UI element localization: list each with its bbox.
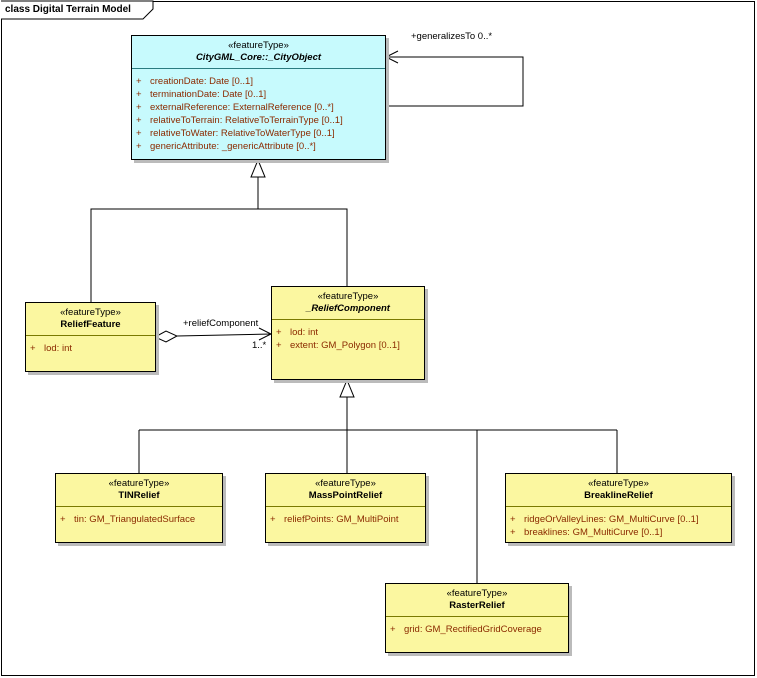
class-relief-component[interactable]: «featureType» _ReliefComponent +lod: int… — [271, 286, 425, 380]
attribute-row[interactable]: +lod: int — [30, 343, 72, 354]
class-mass-point-relief[interactable]: «featureType» MassPointRelief +reliefPoi… — [265, 473, 426, 543]
attribute-row[interactable]: +relativeToTerrain: RelativeToTerrainTyp… — [136, 115, 343, 126]
frame-title-tab — [1, 0, 154, 20]
stereotype: «featureType» — [108, 478, 170, 489]
generalizes-to-self-association — [386, 56, 524, 107]
attribute-row[interactable]: +ridgeOrValleyLines: GM_MultiCurve [0..1… — [510, 514, 699, 525]
class-name: BreaklineRelief — [584, 490, 653, 501]
relief-component-aggregation — [176, 333, 272, 337]
generalizes-to-arrowhead — [384, 50, 399, 64]
stereotype: «featureType» — [315, 478, 376, 489]
attribute-row[interactable]: +relativeToWater: RelativeToWaterType [0… — [136, 128, 335, 139]
relief-component-multiplicity: 1..* — [252, 340, 267, 351]
class-tin-relief[interactable]: «featureType» TINRelief +tin: GM_Triangu… — [55, 473, 223, 543]
diagram-title: class Digital Terrain Model — [5, 4, 131, 15]
attribute-row[interactable]: +grid: GM_RectifiedGridCoverage — [390, 624, 542, 635]
class-relief-feature[interactable]: «featureType» ReliefFeature +lod: int — [25, 302, 156, 372]
attribute-compartment: +reliefPoints: GM_MultiPoint — [266, 507, 425, 530]
attribute-compartment: +ridgeOrValleyLines: GM_MultiCurve [0..1… — [506, 507, 731, 543]
stereotype: «featureType» — [60, 307, 121, 318]
generalization-triangle-top — [250, 158, 266, 178]
attribute-row[interactable]: +externalReference: ExternalReference [0… — [136, 102, 334, 113]
aggregation-diamond — [153, 330, 179, 343]
generalization-relief-feature — [90, 208, 258, 302]
stereotype: «featureType» — [588, 478, 649, 489]
class-relief-component-header: «featureType» _ReliefComponent — [272, 287, 424, 320]
relief-component-role-label: +reliefComponent — [183, 318, 259, 329]
class-name: ReliefFeature — [60, 319, 121, 330]
class-raster-relief-header: «featureType» RasterRelief — [386, 584, 568, 617]
generalization-relief-component — [258, 208, 348, 286]
attribute-compartment: +lod: int — [26, 336, 155, 359]
class-name: RasterRelief — [449, 600, 505, 611]
attribute-compartment: +creationDate: Date [0..1] +terminationD… — [132, 69, 385, 157]
class-tin-relief-header: «featureType» TINRelief — [56, 474, 222, 507]
class-name: TINRelief — [118, 490, 160, 501]
attribute-compartment: +lod: int +extent: GM_Polygon [0..1] — [272, 320, 424, 356]
class-name: CityGML_Core::_CityObject — [195, 52, 322, 63]
attribute-row[interactable]: +breaklines: GM_MultiCurve [0..1] — [510, 527, 663, 538]
attribute-row[interactable]: +terminationDate: Date [0..1] — [136, 89, 267, 100]
attribute-row[interactable]: +lod: int — [276, 327, 318, 338]
class-raster-relief[interactable]: «featureType» RasterRelief +grid: GM_Rec… — [385, 583, 569, 653]
stereotype: «featureType» — [446, 588, 508, 599]
attribute-row[interactable]: +tin: GM_TriangulatedSurface — [60, 514, 196, 525]
attribute-row[interactable]: +extent: GM_Polygon [0..1] — [276, 340, 400, 351]
attribute-compartment: +grid: GM_RectifiedGridCoverage — [386, 617, 568, 640]
class-name: _ReliefComponent — [306, 303, 390, 314]
generalization-triangle-bottom — [339, 378, 355, 398]
stereotype: «featureType» — [228, 40, 289, 51]
attribute-row[interactable]: +reliefPoints: GM_MultiPoint — [270, 514, 399, 525]
stereotype: «featureType» — [317, 291, 379, 302]
class-city-object[interactable]: «featureType» CityGML_Core::_CityObject … — [131, 35, 386, 160]
class-breakline-relief-header: «featureType» BreaklineRelief — [506, 474, 731, 507]
generalizes-to-label: +generalizesTo 0..* — [411, 31, 493, 42]
attribute-compartment: +tin: GM_TriangulatedSurface — [56, 507, 222, 530]
class-relief-feature-header: «featureType» ReliefFeature — [26, 303, 155, 336]
attribute-row[interactable]: +genericAttribute: _genericAttribute [0.… — [136, 141, 316, 152]
class-breakline-relief[interactable]: «featureType» BreaklineRelief +ridgeOrVa… — [505, 473, 732, 543]
attribute-row[interactable]: +creationDate: Date [0..1] — [136, 76, 253, 87]
class-mass-point-relief-header: «featureType» MassPointRelief — [266, 474, 425, 507]
class-name: MassPointRelief — [308, 490, 383, 501]
class-city-object-header: «featureType» CityGML_Core::_CityObject — [132, 36, 385, 69]
